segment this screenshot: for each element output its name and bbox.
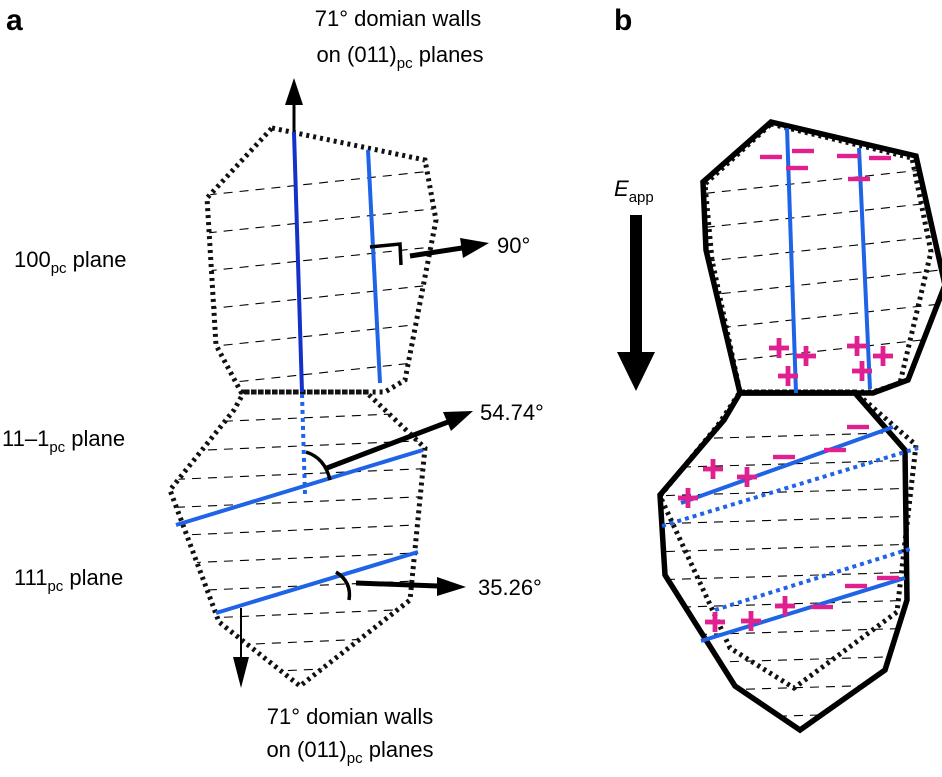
panel-a-label: a [6,4,23,37]
angle-label-35: 35.26° [478,575,542,600]
right-angle-icon [369,242,403,266]
panel-a: a 71° domian walls on (011)pc planes [2,4,544,767]
domain-wall-lower-1 [680,425,894,505]
domain-wall-lower-1-original [661,446,919,528]
domain-wall-lower-2-original [714,546,914,612]
plane-label-100: 100pc plane [14,247,127,277]
lower-grain-hatch [170,411,425,677]
up-arrow-icon [285,78,303,132]
angle-label-90: 90° [497,233,530,258]
upper-grain-hatch [703,166,942,366]
field-label: Eapp [614,176,654,206]
domain-wall-lower-2 [700,576,906,643]
lower-grain-outline [167,389,428,690]
upper-grain-outline [204,125,439,395]
panel-b-label: b [614,4,632,37]
angle-label-54: 54.74° [480,400,544,425]
down-arrow-icon [233,608,249,688]
right-arrow-icon [409,238,489,259]
domain-wall-projection [300,393,307,495]
domain-wall-upper-left [785,127,798,394]
domain-wall-100-right [366,149,382,384]
domain-wall-111 [215,550,419,615]
minus-charge-icon [760,148,899,610]
strained-lower-grain-outline [657,390,910,734]
right-arrow-icon [326,411,473,471]
original-lower-grain-outline [657,389,919,692]
strained-upper-grain-outline [700,118,942,396]
plane-label-111: 111pc plane [14,565,123,595]
bottom-annotation-line2: on (011)pc planes [266,737,433,767]
panel-b: b Eapp [614,4,942,734]
top-annotation-line2: on (011)pc planes [316,42,483,72]
bottom-annotation-line1: 71° domian walls [267,704,434,729]
domain-wall-upper-right [857,147,872,390]
domain-wall-100-left [292,131,304,393]
domain-wall-11-1 [175,448,424,527]
right-arrow-icon [355,577,466,596]
original-upper-grain-outline [702,121,934,395]
top-annotation-line1: 71° domian walls [315,6,482,31]
angle-arc-icon [335,570,352,601]
plane-label-11-1: 11–1pc plane [2,426,125,456]
field-arrow-icon [617,215,655,391]
angle-arc-icon [305,450,332,481]
